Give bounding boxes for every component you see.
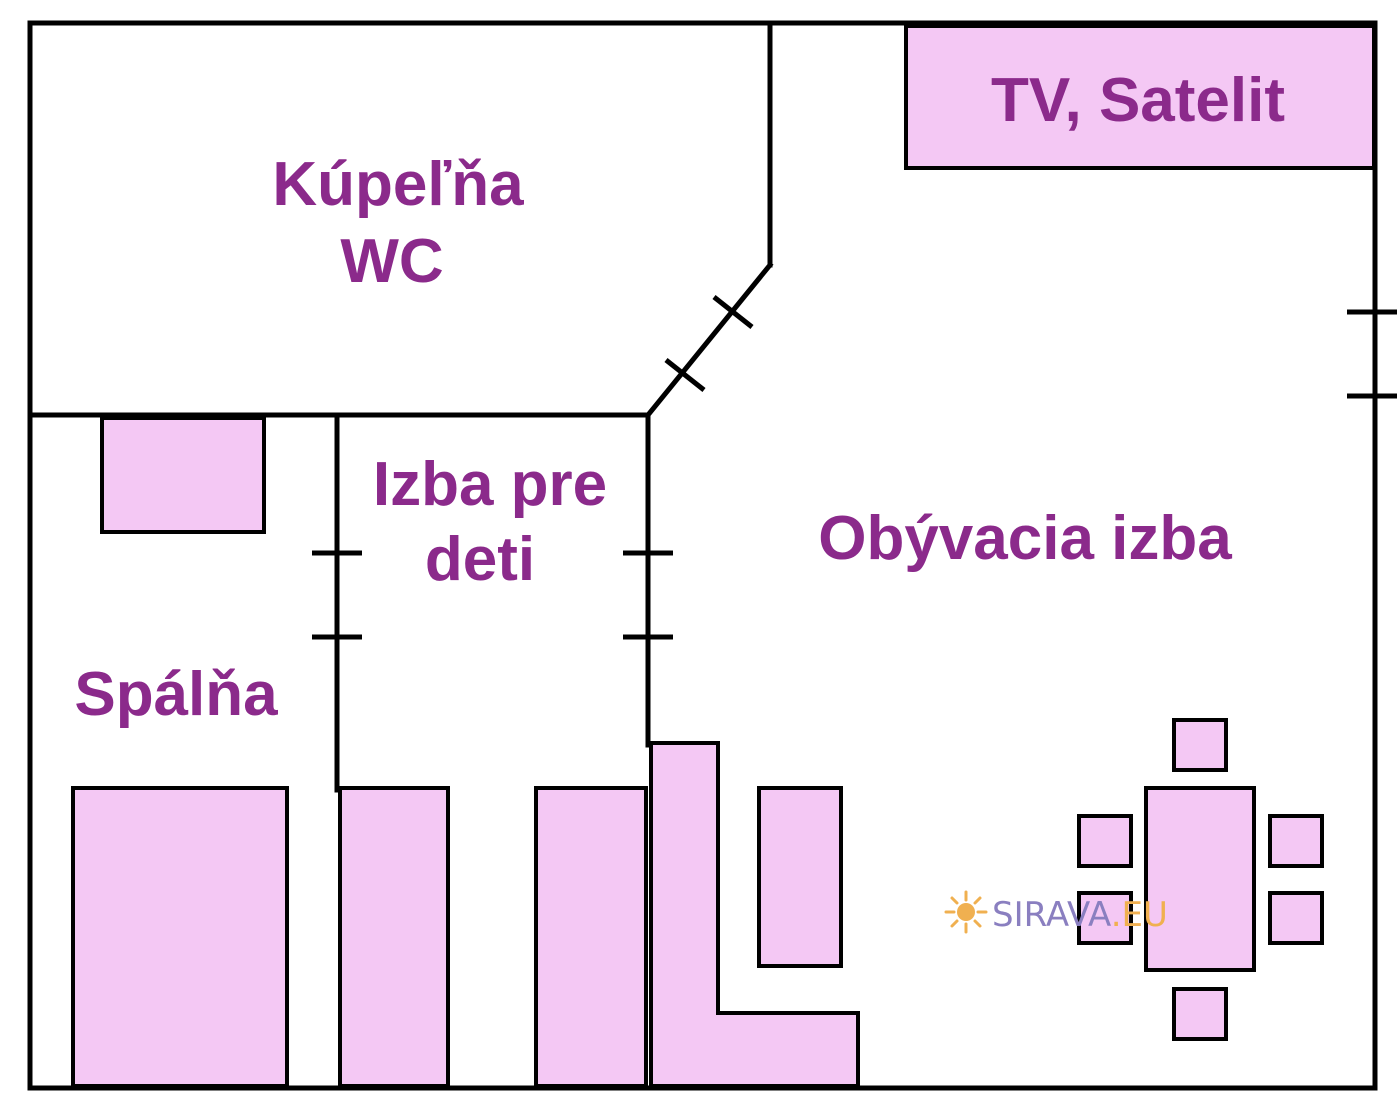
watermark-main: SIRAVA: [992, 895, 1111, 935]
living-room-label: Obývacia izba: [818, 504, 1232, 573]
doors: [312, 295, 1397, 640]
corner-sofa: [649, 741, 860, 1088]
kids-room-label-line2: deti: [425, 525, 535, 594]
chair-left-upper: [1077, 814, 1133, 868]
door-mark-bathroom-1: [712, 295, 754, 329]
bedroom-bed: [71, 786, 289, 1088]
bathroom-label-line2: WC: [340, 227, 443, 296]
watermark-suffix: .EU: [1111, 895, 1168, 935]
kids-bed-right: [534, 786, 648, 1088]
coffee-table: [757, 786, 843, 968]
kids-room-label-line1: Izba pre: [373, 450, 607, 519]
chair-right-upper: [1268, 814, 1324, 868]
chair-left-lower: [1077, 891, 1133, 945]
wall-bathroom-diagonal: [644, 261, 774, 419]
bedroom-label: Spálňa: [74, 660, 278, 729]
chair-right-lower: [1268, 891, 1324, 945]
chair-bottom: [1172, 987, 1228, 1041]
door-mark-bathroom-2: [664, 358, 706, 392]
sun-icon: [944, 890, 988, 934]
tv-label: TV, Satelit: [991, 66, 1285, 135]
bathroom-label-line1: Kúpeľňa: [272, 150, 524, 219]
dining-table: [1144, 786, 1256, 972]
watermark-text: SIRAVA.EU: [992, 895, 1168, 935]
bedroom-wardrobe: [100, 416, 266, 534]
labels: TV, Satelit Kúpeľňa WC Izba pre deti Obý…: [74, 66, 1285, 729]
chair-top: [1172, 718, 1228, 772]
tv-unit: [904, 24, 1376, 170]
kids-bed-left: [338, 786, 450, 1088]
furniture: [71, 24, 1376, 1088]
watermark: SIRAVA.EU: [944, 890, 1168, 935]
